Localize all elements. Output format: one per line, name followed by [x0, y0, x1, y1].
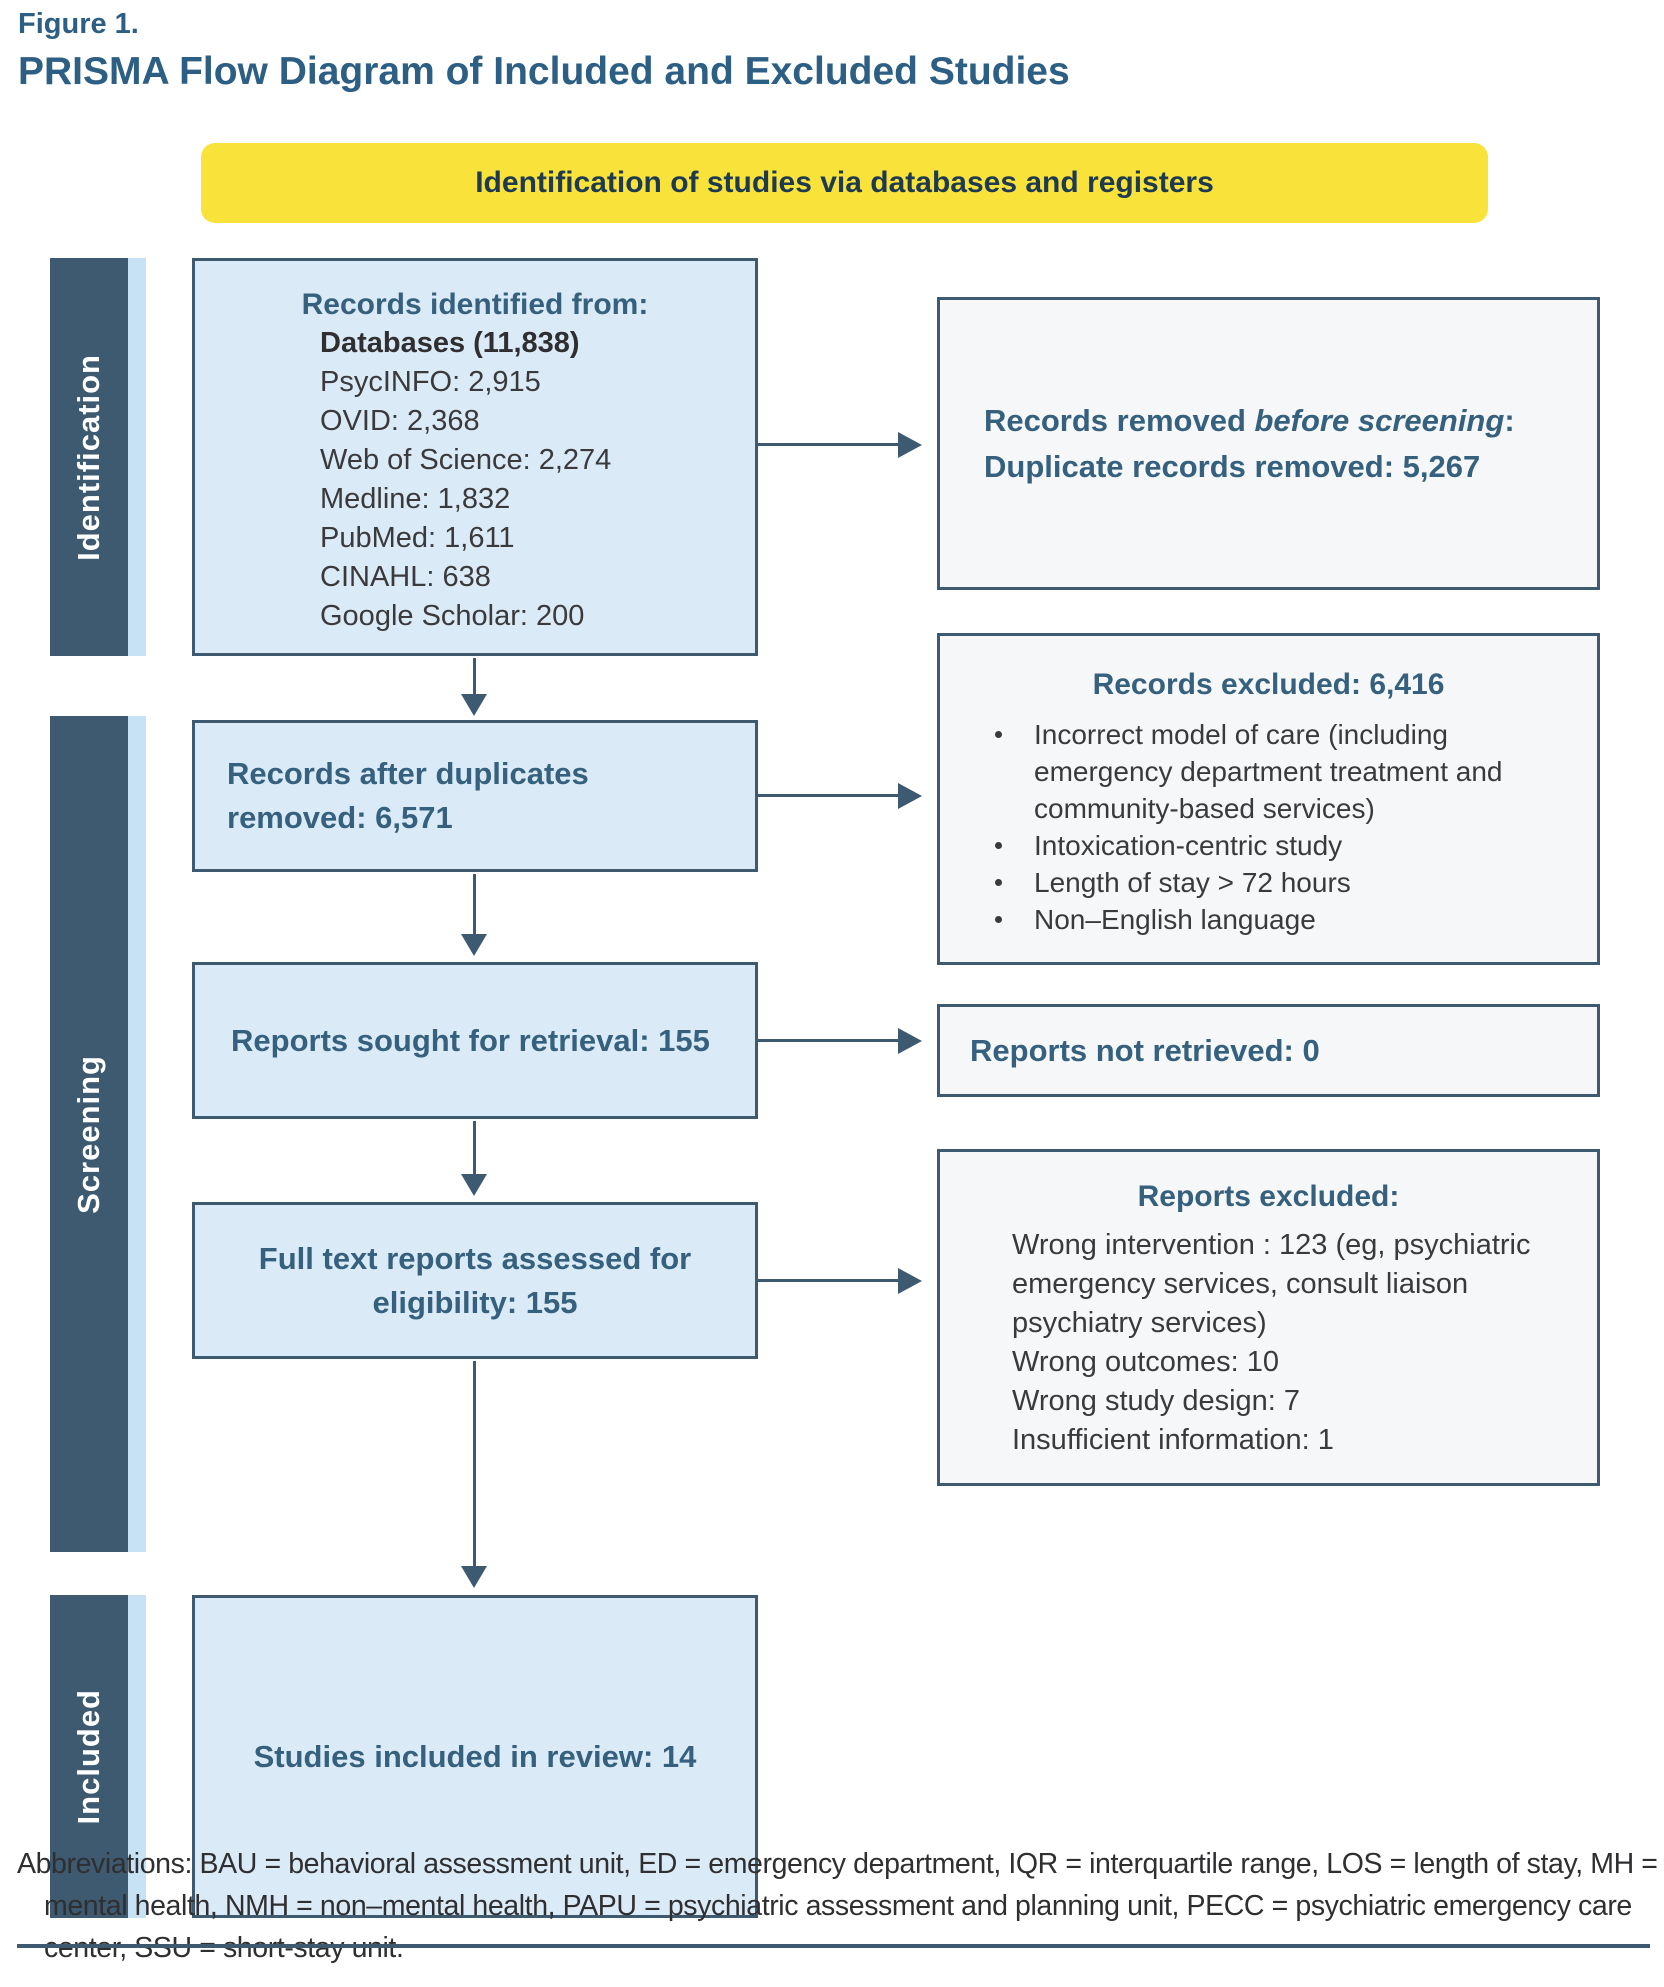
bullet-item: Incorrect model of care (including emerg… — [940, 716, 1597, 827]
arrowhead-duplicates-to-excluded — [898, 783, 922, 809]
bullet-item: Non–English language — [940, 901, 1597, 938]
records-excluded-bullets: Incorrect model of care (including emerg… — [940, 716, 1597, 938]
stage-bar-identification: Identification — [50, 258, 128, 656]
records-removed-line1: Records removed before screening: — [984, 398, 1597, 444]
records-excluded-heading: Records excluded: 6,416 — [1092, 668, 1445, 701]
box-reports-excluded: Reports excluded: Wrong intervention : 1… — [937, 1149, 1600, 1486]
abbreviations-footnote: Abbreviations: BAU = behavioral assessme… — [17, 1848, 1658, 1964]
arrow-duplicates-to-excluded — [758, 794, 898, 797]
arrow-sought-down — [473, 1121, 476, 1174]
reports-sought-text: Reports sought for retrieval: 155 — [231, 1022, 710, 1058]
list-item: CINAHL: 638 — [320, 561, 491, 593]
arrowhead-identified-to-removed — [898, 432, 922, 458]
box-reports-not-retrieved: Reports not retrieved: 0 — [937, 1004, 1600, 1097]
box-records-excluded: Records excluded: 6,416 Incorrect model … — [937, 633, 1600, 965]
box-reports-sought: Reports sought for retrieval: 155 — [192, 962, 758, 1119]
bullet-item: Intoxication-centric study — [940, 827, 1597, 864]
stage-label-screening: Screening — [71, 1054, 106, 1214]
reports-excluded-lines: Wrong intervention : 123 (eg, psychiatri… — [940, 1226, 1597, 1460]
arrowhead-sought-down — [461, 1174, 487, 1196]
excluded-line: Wrong outcomes: 10 — [1012, 1346, 1280, 1378]
databases-total: Databases (11,838) — [320, 327, 580, 359]
arrowhead-fulltext-to-excluded — [898, 1268, 922, 1294]
list-item: PubMed: 1,611 — [320, 522, 515, 554]
stage-stripe-screening — [128, 716, 146, 1552]
stage-bar-included: Included — [50, 1595, 128, 1918]
stage-bar-screening: Screening — [50, 716, 128, 1552]
excluded-line: Insufficient information: 1 — [1012, 1424, 1334, 1456]
stage-label-identification: Identification — [71, 353, 106, 561]
records-after-duplicates-text: Records after duplicates removed: 6,571 — [227, 756, 589, 835]
list-item: PsycINFO: 2,915 — [320, 366, 541, 398]
arrowhead-sought-to-not-retrieved — [898, 1028, 922, 1054]
stage-stripe-included — [128, 1595, 146, 1918]
list-item: Google Scholar: 200 — [320, 600, 585, 632]
bottom-rule — [17, 1944, 1650, 1948]
full-text-assessed-text: Full text reports assessed for eligibili… — [258, 1240, 692, 1320]
excluded-line: Wrong study design: 7 — [1012, 1385, 1301, 1417]
box-records-identified: Records identified from: Databases (11,8… — [192, 258, 758, 656]
list-item: Medline: 1,832 — [320, 483, 511, 515]
box-studies-included: Studies included in review: 14 — [192, 1595, 758, 1918]
arrow-sought-to-not-retrieved — [758, 1039, 898, 1042]
banner-text: Identification of studies via databases … — [475, 166, 1214, 199]
figure-title: PRISMA Flow Diagram of Included and Excl… — [18, 50, 1070, 93]
figure-label: Figure 1. — [18, 8, 139, 40]
arrow-fulltext-down — [473, 1361, 476, 1566]
excluded-line: Wrong intervention : 123 (eg, psychiatri… — [1012, 1229, 1531, 1339]
records-identified-list: Databases (11,838) PsycINFO: 2,915 OVID:… — [320, 324, 755, 636]
banner-identification-of-studies: Identification of studies via databases … — [201, 143, 1488, 223]
stage-label-included: Included — [71, 1688, 106, 1825]
reports-excluded-heading: Reports excluded: — [1137, 1180, 1400, 1213]
arrow-identified-down — [473, 658, 476, 694]
arrowhead-fulltext-down — [461, 1566, 487, 1588]
arrowhead-duplicates-down — [461, 934, 487, 956]
arrow-identified-to-removed — [758, 443, 898, 446]
records-removed-line2: Duplicate records removed: 5,267 — [984, 448, 1481, 484]
reports-not-retrieved-text: Reports not retrieved: 0 — [970, 1032, 1320, 1068]
stage-stripe-identification — [128, 258, 146, 656]
box-records-after-duplicates: Records after duplicates removed: 6,571 — [192, 720, 758, 872]
records-removed-prefix: Records removed — [984, 402, 1255, 438]
records-removed-italic: before screening — [1254, 402, 1505, 438]
list-item: OVID: 2,368 — [320, 405, 480, 437]
box-records-removed-before-screening: Records removed before screening: Duplic… — [937, 297, 1600, 590]
list-item: Web of Science: 2,274 — [320, 444, 612, 476]
records-removed-suffix: : — [1504, 402, 1515, 438]
arrowhead-identified-down — [461, 694, 487, 716]
bullet-item: Length of stay > 72 hours — [940, 864, 1597, 901]
studies-included-text: Studies included in review: 14 — [253, 1738, 697, 1774]
box-full-text-assessed: Full text reports assessed for eligibili… — [192, 1202, 758, 1359]
records-identified-heading: Records identified from: — [301, 288, 649, 321]
arrow-duplicates-down — [473, 874, 476, 934]
arrow-fulltext-to-excluded — [758, 1279, 898, 1282]
